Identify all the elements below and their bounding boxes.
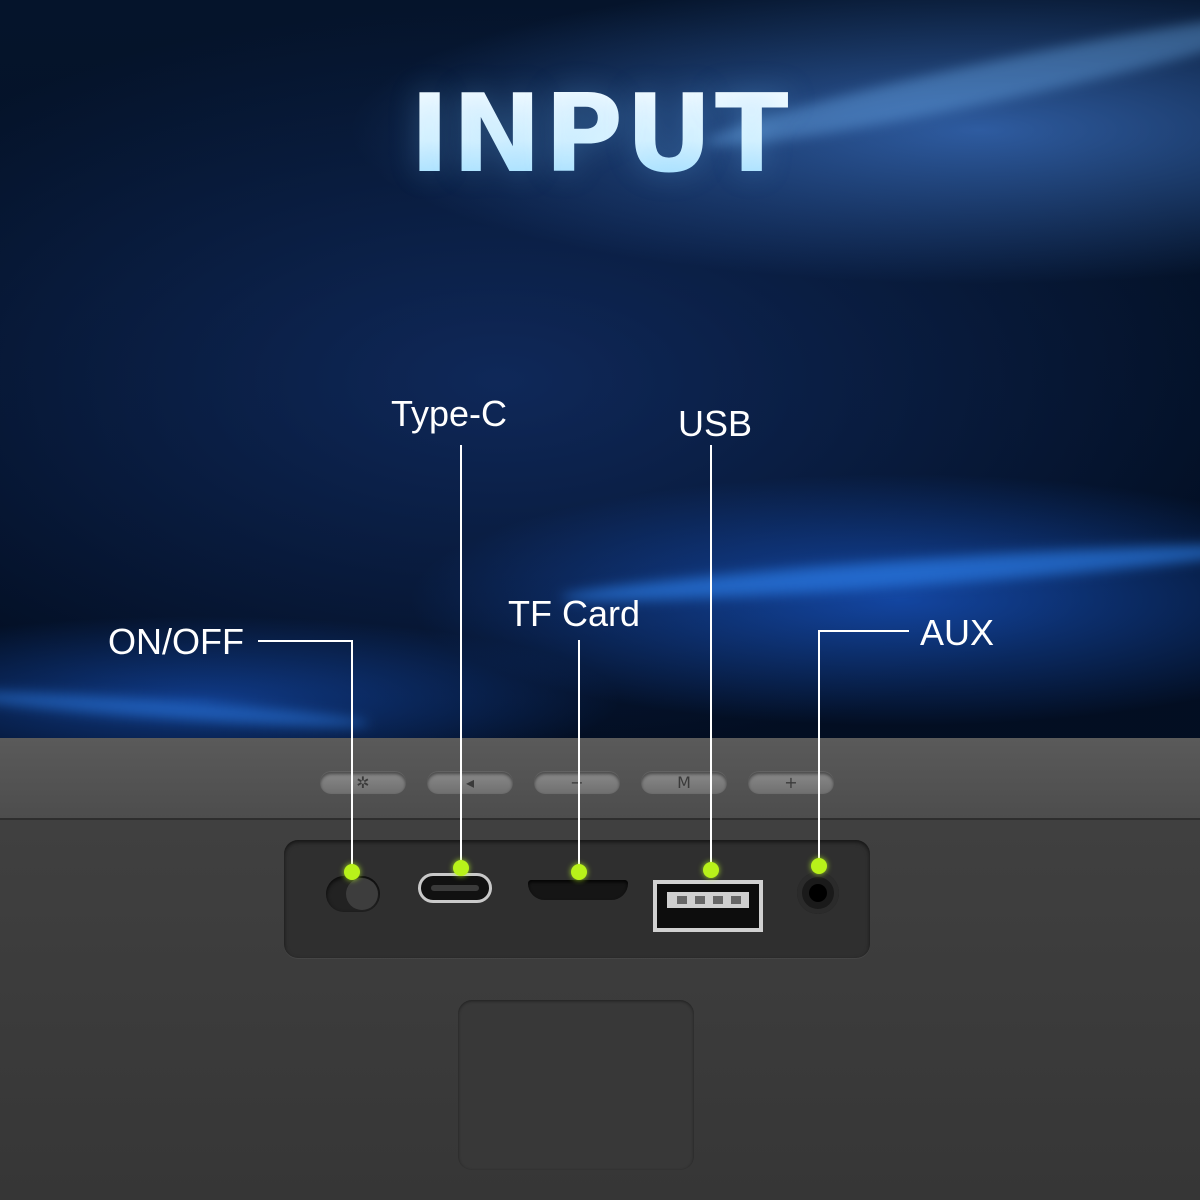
aux-dot bbox=[811, 858, 827, 874]
usb-dot bbox=[703, 862, 719, 878]
power-switch bbox=[326, 876, 380, 912]
plus-icon: + bbox=[784, 773, 798, 792]
aux-hole bbox=[809, 884, 827, 902]
type-c-dot bbox=[453, 860, 469, 876]
on-off-line bbox=[258, 640, 353, 868]
aux-label: AUX bbox=[920, 612, 995, 653]
bottom-pad bbox=[458, 1000, 694, 1170]
volume-down-button: − bbox=[534, 772, 620, 794]
aux-jack bbox=[797, 872, 839, 914]
volume-up-button: + bbox=[748, 772, 834, 794]
minus-icon: − bbox=[570, 773, 584, 792]
tf-card-dot bbox=[571, 864, 587, 880]
usb-port bbox=[653, 880, 763, 932]
usb-label: USB bbox=[678, 403, 753, 444]
on-off-label: ON/OFF bbox=[108, 621, 244, 662]
type-c-label: Type-C bbox=[391, 393, 508, 434]
mode-icon: M bbox=[677, 773, 691, 792]
play-pause-icon: ◂ bbox=[465, 773, 475, 792]
usb-tongue bbox=[667, 892, 749, 908]
aux-line bbox=[818, 630, 909, 862]
mode-button: M bbox=[641, 772, 727, 794]
play-pause-button: ◂ bbox=[427, 772, 513, 794]
switch-knob bbox=[346, 878, 378, 910]
bluetooth-button: ✲ bbox=[320, 772, 406, 794]
type-c-port bbox=[418, 873, 492, 903]
page-title: INPUT bbox=[0, 72, 1200, 197]
bluetooth-icon: ✲ bbox=[356, 773, 370, 792]
type-c-tongue bbox=[431, 885, 479, 891]
tf-card-slot bbox=[528, 880, 628, 900]
on-off-dot bbox=[344, 864, 360, 880]
tf-card-label: TF Card bbox=[508, 593, 641, 634]
